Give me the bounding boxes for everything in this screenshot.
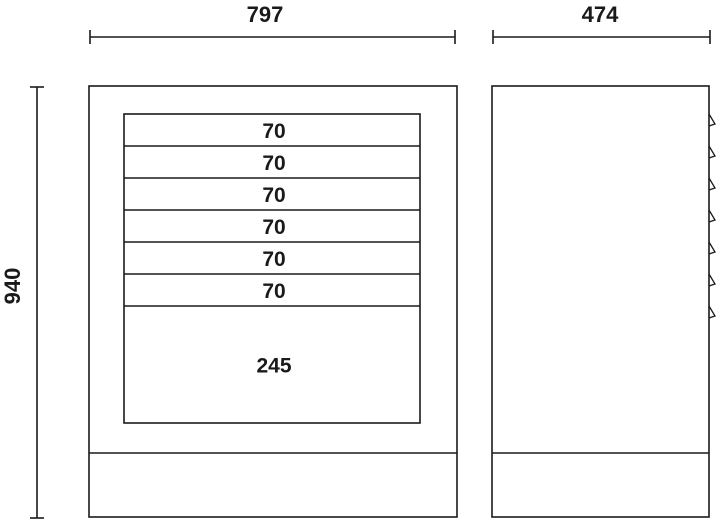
drawer-handle-icon xyxy=(708,113,716,127)
drawer-handle-icon xyxy=(708,209,716,223)
side-view xyxy=(491,85,716,518)
drawer-height-label: 70 xyxy=(262,120,285,143)
width-dimension: 797 xyxy=(89,2,456,44)
side-view-handles xyxy=(708,113,716,319)
drawer-handle-icon xyxy=(708,177,716,191)
drawer-height-label: 70 xyxy=(262,248,285,271)
drawer-handle-icon xyxy=(708,145,716,159)
side-view-outline xyxy=(491,85,710,518)
drawer-stack-outline xyxy=(123,113,421,424)
drawer-height-label: 70 xyxy=(262,152,285,175)
front-view: 70 70 70 70 70 70 245 xyxy=(88,85,458,518)
drawer-stack: 70 70 70 70 70 70 245 xyxy=(124,120,420,378)
front-view-outline xyxy=(88,85,458,518)
height-dimension: 940 xyxy=(0,86,44,519)
drawer-height-label: 70 xyxy=(262,280,285,303)
drawer-handle-icon xyxy=(708,305,716,319)
height-dimension-label: 940 xyxy=(0,268,25,305)
depth-dimension-label: 474 xyxy=(582,2,619,27)
drawer-height-label: 245 xyxy=(256,355,291,378)
drawer-handle-icon xyxy=(708,241,716,255)
drawer-height-label: 70 xyxy=(262,216,285,239)
depth-dimension: 474 xyxy=(492,2,711,44)
drawer-handle-icon xyxy=(708,273,716,287)
width-dimension-label: 797 xyxy=(247,2,284,27)
drawer-height-label: 70 xyxy=(262,184,285,207)
